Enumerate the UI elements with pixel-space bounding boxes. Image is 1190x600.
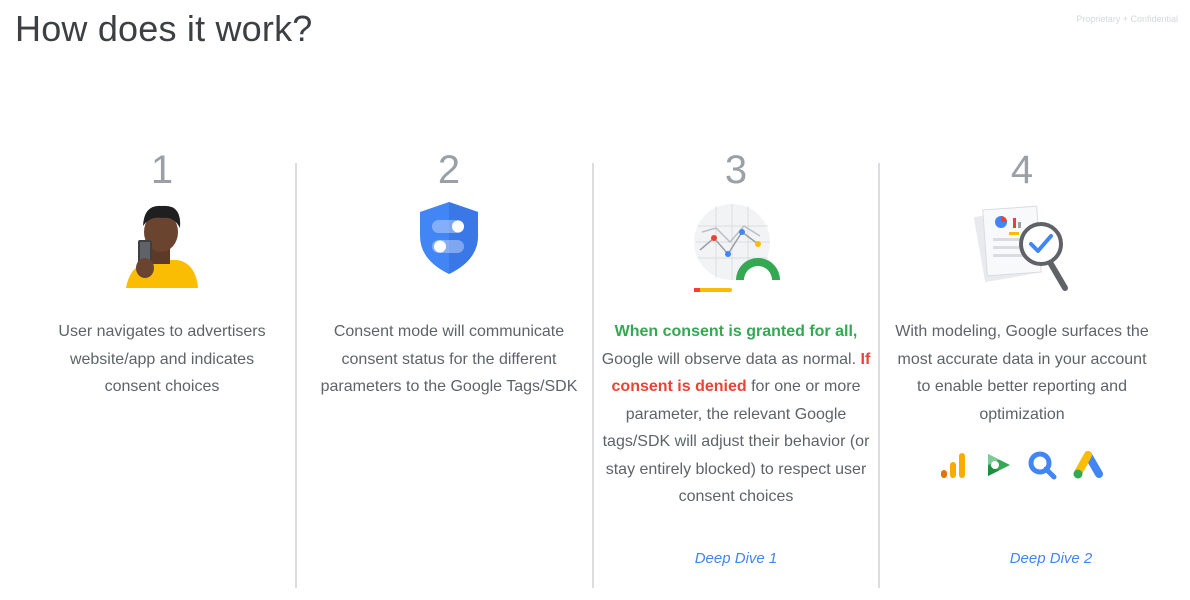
analytics-icon: [939, 450, 969, 485]
deep-dive-1-link[interactable]: Deep Dive 1: [694, 550, 778, 567]
display-video-icon: [983, 450, 1013, 485]
chart-protractor-illustration: [591, 198, 881, 298]
consent-granted-text: When consent is granted for all,: [614, 323, 858, 340]
step-description: When consent is granted for all, Google …: [591, 318, 881, 511]
step-1: 1 User navigates to advertisers website/…: [17, 150, 307, 401]
search-ads-icon: [1027, 450, 1057, 485]
deep-dive-2-link[interactable]: Deep Dive 2: [1009, 550, 1093, 567]
divider: [295, 163, 297, 588]
divider: [592, 163, 594, 588]
consent-mid-text: Google will observe data as normal.: [601, 350, 861, 368]
step-description: With modeling, Google surfaces the most …: [895, 323, 1149, 423]
google-ads-icon: [1071, 450, 1105, 485]
step-number: 4: [1010, 148, 1034, 192]
step-4: 4 With modeling, Google surfaces the mos…: [877, 150, 1167, 485]
step-number: 3: [724, 148, 748, 192]
report-magnifier-illustration: [877, 198, 1167, 298]
step-number: 2: [437, 148, 461, 192]
user-phone-illustration: [17, 198, 307, 298]
step-2: 2 Consent mode will communicate consent …: [304, 150, 594, 401]
step-3: 3 When consent is granted for al: [591, 150, 881, 511]
consent-denied-text: If consent is denied: [611, 350, 871, 396]
consent-tail-text: for one or more parameter, the relevant …: [602, 378, 870, 505]
step-description: User navigates to advertisers website/ap…: [58, 323, 266, 395]
step-number: 1: [150, 148, 174, 192]
shield-icon: [304, 198, 594, 298]
step-description: Consent mode will communicate consent st…: [320, 323, 578, 395]
confidential-label: Proprietary + Confidential: [1076, 14, 1178, 24]
divider: [878, 163, 880, 588]
page-title: How does it work?: [15, 8, 313, 49]
product-icons: [877, 450, 1167, 485]
